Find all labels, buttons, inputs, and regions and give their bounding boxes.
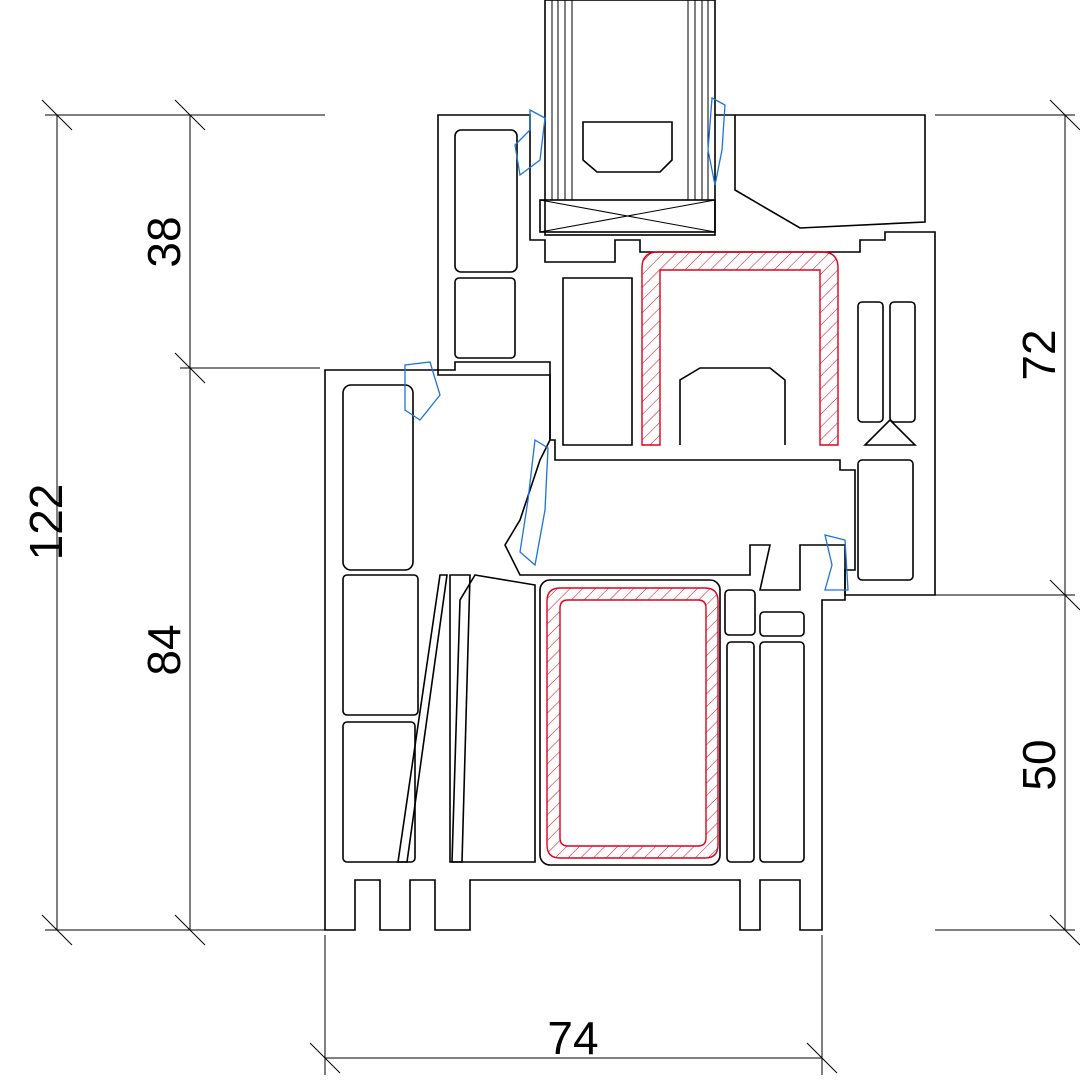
- sash-profile: [437, 114, 936, 596]
- dim-overall-height: 122: [20, 484, 72, 561]
- frame-profile: [324, 369, 846, 931]
- dimension-lines: [41, 99, 1080, 1075]
- frame-steel-reinforcement: [546, 587, 719, 859]
- gaskets: [404, 96, 849, 591]
- dim-frame-lower: 50: [1013, 739, 1065, 790]
- glazing-unit: [539, 0, 716, 236]
- dim-sash-height: 72: [1013, 329, 1065, 380]
- dim-frame-width: 74: [547, 1012, 598, 1064]
- dim-frame-height: 84: [138, 624, 190, 675]
- dim-sash-upper: 38: [138, 216, 190, 267]
- sash-steel-reinforcement: [641, 251, 839, 446]
